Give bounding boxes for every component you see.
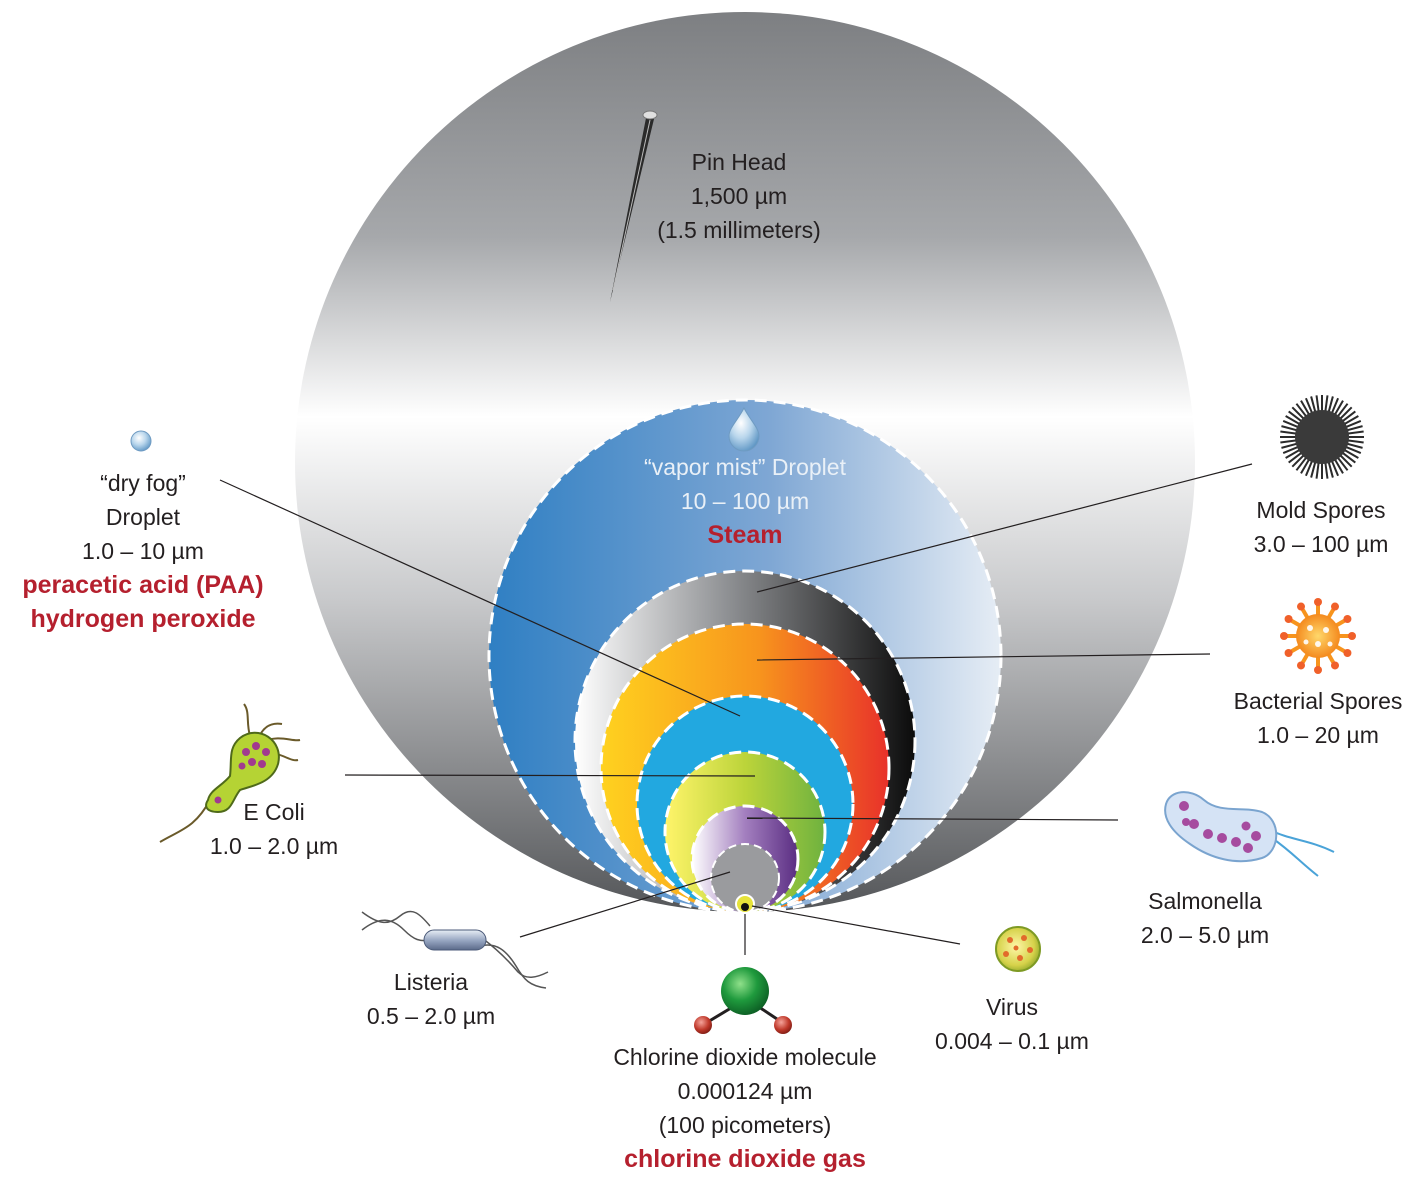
virus-size: 0.004 – 0.1 µm <box>935 1028 1089 1054</box>
bacterial-spores-size: 1.0 – 20 µm <box>1257 722 1379 748</box>
dry-fog-method-line2: hydrogen peroxide <box>30 605 256 633</box>
dry-fog-size: 1.0 – 10 µm <box>82 538 204 564</box>
pin-head-size: 1,500 µm <box>690 183 788 209</box>
pin-head-name: Pin Head <box>691 149 787 175</box>
bacterial-spore-dots <box>1303 625 1333 647</box>
vapor-droplet-icon <box>728 406 760 452</box>
dry-fog-method-line1: peracetic acid (PAA) <box>22 571 264 599</box>
salmonella-name: Salmonella <box>1148 888 1262 914</box>
listeria-label: Listeria 0.5 – 2.0 µm <box>367 965 495 1033</box>
virus-icon <box>995 926 1041 972</box>
chlorine-dioxide-molecule-icon <box>694 967 792 1034</box>
chlorine-dioxide-note: (100 picometers) <box>658 1112 832 1138</box>
e-coli-label: E Coli 1.0 – 2.0 µm <box>210 795 338 863</box>
salmonella-icon <box>1164 791 1335 877</box>
e-coli-size: 1.0 – 2.0 µm <box>209 833 339 859</box>
chlorine-dioxide-circle <box>741 903 749 911</box>
leader-line-listeria <box>519 871 731 938</box>
listeria-name: Listeria <box>393 969 469 995</box>
chlorine-dioxide-method: chlorine dioxide gas <box>624 1145 866 1173</box>
vapor-mist-name: “vapor mist” Droplet <box>644 454 846 480</box>
dry-fog-name-line1: “dry fog” <box>100 470 186 496</box>
pin-head-note: (1.5 millimeters) <box>657 217 821 243</box>
mold-spores-name: Mold Spores <box>1256 497 1386 523</box>
salmonella-size: 2.0 – 5.0 µm <box>1140 922 1270 948</box>
mold-spores-size: 3.0 – 100 µm <box>1253 531 1389 557</box>
listeria-size: 0.5 – 2.0 µm <box>366 1003 496 1029</box>
bacterial-spores-label: Bacterial Spores 1.0 – 20 µm <box>1234 684 1403 752</box>
dry-fog-label: “dry fog” Droplet 1.0 – 10 µm peracetic … <box>22 466 263 636</box>
virus-name: Virus <box>986 994 1038 1020</box>
bacterial-spores-name: Bacterial Spores <box>1233 688 1403 714</box>
e-coli-icon <box>159 703 301 843</box>
bacterial-spore-body <box>1296 614 1340 658</box>
chlorine-dioxide-name: Chlorine dioxide molecule <box>613 1044 877 1070</box>
leader-line-salmonella <box>746 817 1119 821</box>
pin-icon <box>610 110 658 302</box>
leader-line-bacterial-spores <box>756 653 1211 661</box>
pin-head-label: Pin Head 1,500 µm (1.5 millimeters) <box>657 145 821 247</box>
vapor-mist-label: “vapor mist” Droplet 10 – 100 µm Steam <box>644 450 846 552</box>
leader-line-virus <box>751 905 961 945</box>
leader-line-dry-fog <box>219 479 741 717</box>
dry-fog-droplet-icon <box>130 430 152 452</box>
listeria-icon <box>361 910 549 989</box>
leader-line-e-coli <box>344 774 756 777</box>
e-coli-name: E Coli <box>243 799 305 825</box>
virus-label: Virus 0.004 – 0.1 µm <box>935 990 1089 1058</box>
dry-fog-name-line2: Droplet <box>105 504 181 530</box>
mold-spores-label: Mold Spores 3.0 – 100 µm <box>1254 493 1389 561</box>
vapor-mist-method: Steam <box>707 521 783 549</box>
chlorine-dioxide-size: 0.000124 µm <box>677 1078 813 1104</box>
leader-line-mold-spores <box>756 463 1253 593</box>
mold-spore-body <box>1295 410 1349 464</box>
vapor-mist-size: 10 – 100 µm <box>680 488 810 514</box>
chlorine-dioxide-label: Chlorine dioxide molecule 0.000124 µm (1… <box>613 1040 876 1176</box>
salmonella-label: Salmonella 2.0 – 5.0 µm <box>1141 884 1269 952</box>
